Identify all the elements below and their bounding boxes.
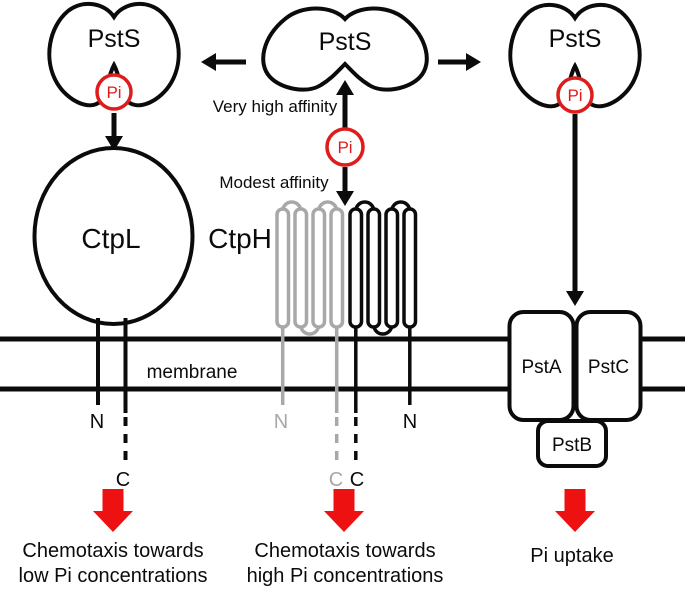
- psts-right-group: PstS Pi: [508, 2, 642, 306]
- psts-center-group: PstS Very high affinity Pi Modest affini…: [201, 6, 481, 206]
- ctph-label: CtpH: [208, 223, 272, 254]
- modest-affinity-label: Modest affinity: [219, 173, 329, 192]
- ctpl-c-label: C: [116, 469, 130, 491]
- psts-left-group: PstS Pi: [47, 1, 181, 151]
- psts-right-label: PstS: [549, 25, 602, 53]
- pi-circle-right: [556, 76, 594, 114]
- pi-circle-left: [95, 73, 133, 111]
- ctpl-shape: [32, 146, 195, 326]
- ctph-gray-helix-4: [329, 207, 345, 329]
- pi-label-left: Pi: [106, 83, 121, 102]
- ctph-black-helix-4: [402, 207, 418, 329]
- ctpl-label: CtpL: [81, 223, 140, 254]
- ctph-gray-helix-1: [275, 207, 291, 329]
- pstc-label: PstC: [588, 357, 629, 378]
- psta-label: PstA: [521, 357, 561, 378]
- ctpl-n-label: N: [90, 411, 104, 433]
- psts-center-shape: [261, 6, 429, 92]
- psts-center-label: PstS: [319, 28, 372, 56]
- ctph-gray-helix-3: [311, 207, 327, 329]
- ctph-black-c-label: C: [350, 469, 364, 491]
- psts-left-label: PstS: [88, 25, 141, 53]
- outcomes-group: Chemotaxis towards low Pi concentrations…: [19, 489, 614, 587]
- ctph-black-helix-3: [384, 207, 400, 329]
- outcome-arrow-right: [555, 489, 595, 532]
- outcome-center-line2: high Pi concentrations: [247, 565, 444, 587]
- outcome-arrow-left: [93, 489, 133, 532]
- outcome-left-line1: Chemotaxis towards: [22, 540, 203, 562]
- pst-transporter-group: PstA PstC PstB: [507, 310, 643, 468]
- pi-label-ligand: Pi: [337, 138, 352, 157]
- ctph-black-helix-2: [366, 207, 382, 329]
- pi-circle-ligand: [325, 127, 365, 167]
- ctph-black-helix-1: [348, 207, 364, 329]
- outcome-arrow-center: [324, 489, 364, 532]
- pstc-box: [574, 310, 643, 422]
- ctph-group: CtpH N C C N: [208, 200, 418, 491]
- outcome-left-line2: low Pi concentrations: [19, 565, 208, 587]
- ctph-gray-helix-2: [293, 207, 309, 329]
- ctph-gray-c-label: C: [329, 469, 343, 491]
- outcome-center-line1: Chemotaxis towards: [254, 540, 435, 562]
- pstb-box: [536, 419, 608, 468]
- pstb-label: PstB: [552, 435, 592, 456]
- psts-right-shape: [508, 2, 642, 109]
- pi-label-right: Pi: [567, 86, 582, 105]
- psta-box: [507, 310, 576, 422]
- outcome-right-line1: Pi uptake: [530, 545, 613, 567]
- membrane-label: membrane: [147, 362, 238, 383]
- ctph-gray-n-label: N: [274, 411, 288, 433]
- ctph-black-n-label: N: [403, 411, 417, 433]
- psts-left-shape: [47, 1, 181, 108]
- very-high-affinity-label: Very high affinity: [213, 97, 338, 116]
- ctpl-group: CtpL N C: [32, 146, 195, 491]
